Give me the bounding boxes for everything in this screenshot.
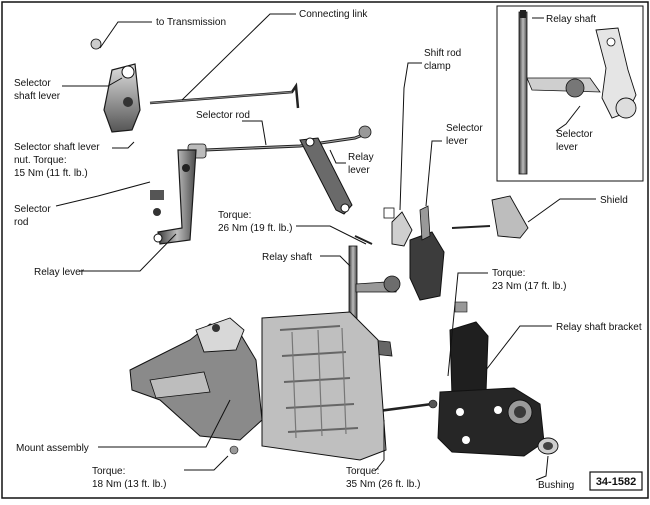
label-selector-shaft-lever-2: shaft lever: [14, 91, 61, 102]
mount-assembly-part: [129, 317, 263, 455]
label-selector-rod-left-1: Selector: [14, 204, 51, 215]
label-torque-23-2: 23 Nm (17 ft. lb.): [492, 281, 566, 292]
label-relay-lever-top-2: lever: [348, 165, 370, 176]
label-nut-torque-2: nut. Torque:: [14, 155, 67, 166]
inset-shaft: [518, 11, 528, 175]
figure-id-text: 34-1582: [596, 476, 636, 488]
leader-lines: [55, 13, 596, 481]
label-to-transmission: to Transmission: [156, 17, 226, 28]
figure-id-badge: 34-1582: [589, 471, 643, 491]
label-torque-35-2: 35 Nm (26 ft. lb.): [346, 479, 420, 490]
inset-shaft-tip: [520, 10, 526, 18]
selector-shaft-lever-part: [90, 38, 141, 133]
label-torque-18-2: 18 Nm (13 ft. lb.): [92, 479, 166, 490]
label-shift-rod-clamp-1: Shift rod: [424, 48, 461, 59]
label-torque-23-1: Torque:: [492, 268, 525, 279]
inset-arm: [526, 77, 601, 93]
shift-rod-clamp-part: [383, 205, 445, 301]
transmission-shaft-end: [90, 38, 102, 50]
relay-lever-left-part: [150, 149, 197, 245]
label-selector-rod-top: Selector rod: [196, 110, 250, 121]
label-connecting-link: Connecting link: [299, 9, 368, 20]
label-relay-lever-top-1: Relay: [348, 152, 374, 163]
label-nut-torque-3: 15 Nm (11 ft. lb.): [14, 168, 88, 179]
label-torque-26-2: 26 Nm (19 ft. lb.): [218, 223, 292, 234]
label-selector-lever-mid-1: Selector: [446, 123, 483, 134]
label-torque-18-1: Torque:: [92, 466, 125, 477]
label-inset-selector-lever-2: lever: [556, 142, 578, 153]
label-bushing: Bushing: [538, 480, 574, 491]
label-torque-26-1: Torque:: [218, 210, 251, 221]
shield-part: [451, 195, 529, 239]
relay-lever-top-part: [299, 137, 353, 215]
relay-shaft-bracket-part: [437, 301, 545, 457]
label-selector-shaft-lever-1: Selector: [14, 78, 51, 89]
label-shield: Shield: [600, 195, 628, 206]
label-inset-relay-shaft: Relay shaft: [546, 14, 596, 25]
callout-labels: to Transmission Connecting link Selector…: [14, 9, 642, 491]
label-selector-lever-mid-2: lever: [446, 136, 468, 147]
label-relay-shaft-bracket: Relay shaft bracket: [556, 322, 642, 333]
label-torque-35-1: Torque:: [346, 466, 379, 477]
bushing-part: [537, 437, 559, 455]
label-relay-shaft-mid: Relay shaft: [262, 252, 312, 263]
label-mount-assembly: Mount assembly: [16, 443, 89, 454]
selector-rod-part: [187, 125, 372, 159]
selector-lever-mid-part: [419, 205, 431, 241]
label-selector-rod-left-2: rod: [14, 217, 28, 228]
inset-relay-shaft-detail: [496, 5, 644, 182]
label-inset-selector-lever-1: Selector: [556, 129, 593, 140]
transmission-housing-part: [261, 311, 387, 461]
label-nut-torque-1: Selector shaft lever: [14, 142, 100, 153]
label-shift-rod-clamp-2: clamp: [424, 61, 451, 72]
connecting-link-part: [149, 82, 300, 109]
label-relay-lever-left: Relay lever: [34, 267, 85, 278]
